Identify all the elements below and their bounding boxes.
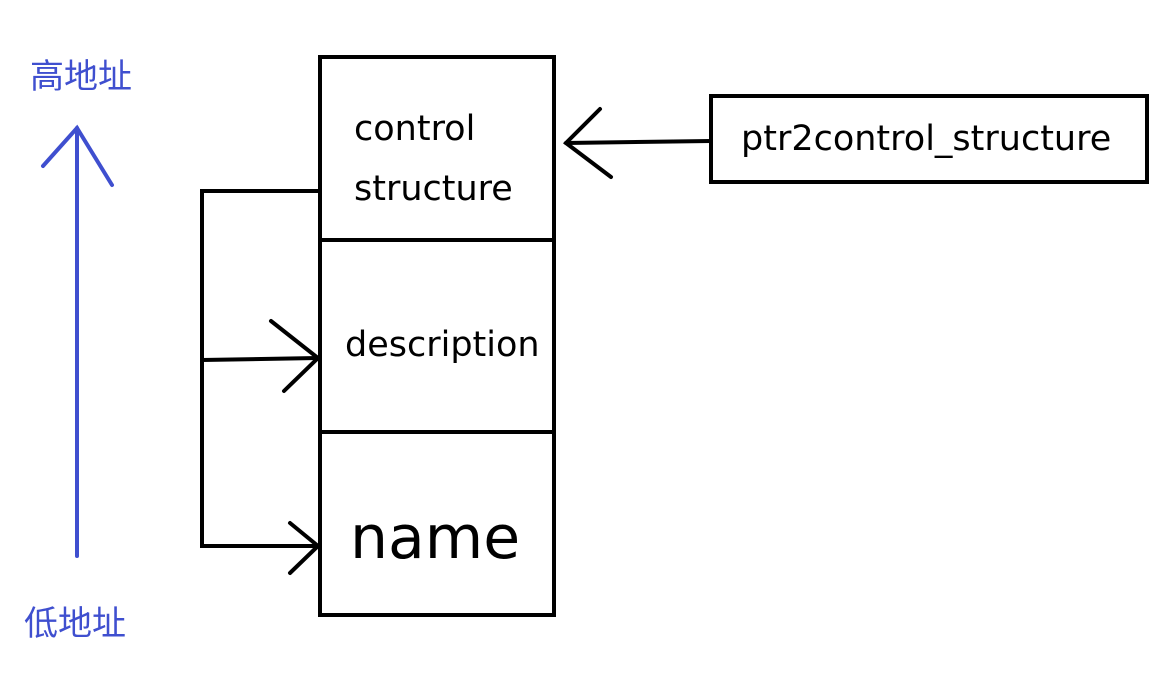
memory-block — [318, 55, 556, 617]
memory-block-outline — [318, 55, 556, 617]
address-arrow-head — [41, 124, 114, 187]
pointer-label: ptr2control_structure — [741, 119, 1112, 159]
control-structure-label-line1: control — [354, 109, 476, 149]
connector-branch-description — [200, 356, 320, 362]
pointer-group — [562, 94, 1149, 184]
pointer-arrow-shaft — [564, 139, 713, 145]
description-label: description — [345, 325, 540, 365]
connector-line — [200, 189, 322, 548]
pointer-arrow-head — [562, 107, 613, 179]
arrowhead-description — [269, 319, 322, 393]
name-label: name — [350, 503, 521, 573]
high-address-label: 高地址 — [30, 57, 132, 97]
low-address-label: 低地址 — [24, 604, 126, 644]
control-structure-label-line2: structure — [354, 169, 513, 209]
arrowhead-name — [288, 521, 322, 575]
internal-pointer-connector — [200, 189, 322, 575]
address-direction-arrow — [41, 124, 114, 558]
